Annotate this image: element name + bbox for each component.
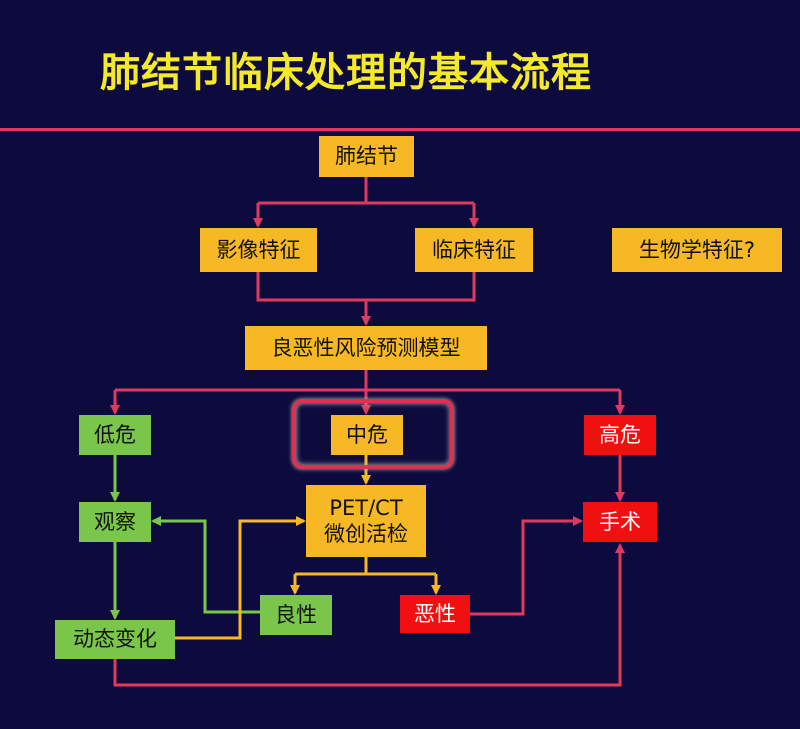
edge-petct-split — [295, 557, 436, 576]
node-surgery: 手术 — [583, 502, 657, 542]
edge-benign-observe — [151, 516, 260, 614]
node-imaging-features: 影像特征 — [200, 228, 317, 272]
node-high-risk: 高危 — [584, 415, 656, 455]
pet-ct-line1: PET/CT — [329, 495, 403, 520]
mid-risk-highlight-frame — [292, 399, 454, 469]
page-title: 肺结节临床处理的基本流程 — [100, 50, 592, 96]
edge-model-split — [115, 370, 620, 392]
node-observe: 观察 — [79, 502, 151, 542]
node-dynamic-change: 动态变化 — [55, 620, 175, 659]
node-low-risk: 低危 — [79, 415, 151, 455]
node-risk-model: 良恶性风险预测模型 — [245, 326, 487, 370]
edge-dynamic-surgery — [113, 543, 625, 687]
node-malignant: 恶性 — [400, 595, 470, 633]
pet-ct-line2: 微创活检 — [324, 522, 408, 546]
edge-nodule-split — [258, 177, 474, 205]
edge-malignant-surgery — [470, 516, 583, 616]
node-lung-nodule: 肺结节 — [319, 136, 414, 177]
edge-dynamic-petct — [175, 516, 306, 640]
node-biology-features: 生物学特征? — [612, 228, 782, 272]
node-pet-ct: PET/CT 微创活检 — [306, 485, 426, 557]
title-divider — [0, 128, 800, 131]
edge-features-model — [256, 272, 476, 324]
node-clinical-features: 临床特征 — [415, 228, 533, 272]
node-benign: 良性 — [260, 595, 332, 635]
node-mid-risk: 中危 — [331, 415, 403, 455]
